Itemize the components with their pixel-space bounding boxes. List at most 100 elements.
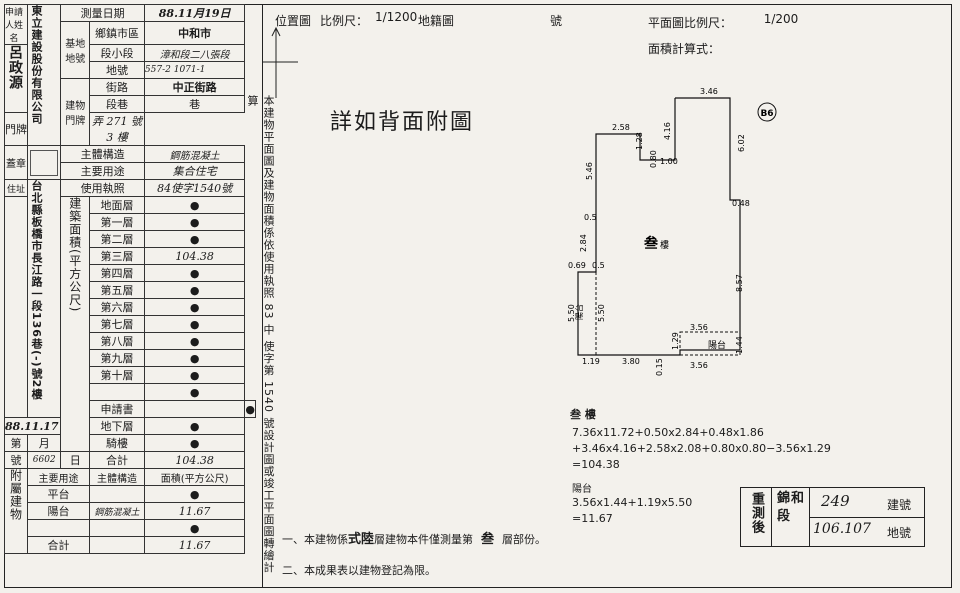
dim: 0.15: [655, 358, 664, 376]
att-area: ●: [143, 519, 246, 537]
floor-val: ●: [143, 366, 246, 384]
floor-name: 第九層: [89, 349, 145, 367]
number: 弄 271 號: [92, 115, 143, 128]
stamp-mid: 錦和段: [777, 491, 806, 524]
area-label-cell: 建築面積(平方公尺): [60, 196, 91, 452]
street: 中正街路: [143, 78, 246, 96]
floor-name: [143, 400, 246, 418]
att-struct: 鋼筋混凝土: [89, 502, 145, 520]
license: 84使字1540號: [143, 179, 246, 197]
struct-label: 主體構造: [60, 145, 145, 163]
dim: 0.5: [592, 261, 605, 270]
stamp-lot-label: 地號: [887, 526, 912, 540]
floor-name: 第一層: [89, 213, 145, 231]
street-label: 街路: [89, 78, 145, 96]
circle-label: B6: [760, 109, 773, 119]
section: 漳和段二八張段: [143, 44, 246, 62]
att-struct: [89, 519, 145, 537]
floor-val: ●: [143, 298, 246, 316]
dim: 1.44: [735, 336, 744, 354]
calc-line3: =104.38: [572, 458, 620, 471]
number-label: 門牌: [4, 112, 28, 146]
license-label: 使用執照: [60, 179, 145, 197]
day-label: 日: [60, 451, 91, 469]
survey-date-label: 測量日期: [60, 4, 145, 22]
floor-name: 第四層: [89, 264, 145, 282]
seal-label: 蓋章: [4, 145, 28, 180]
floor-val: ●: [143, 349, 246, 367]
stamp-build-label: 建號: [887, 498, 912, 512]
lot: 557-2 1071-1: [143, 61, 246, 79]
calc-line2: +3.46x4.16+2.58x2.08+0.80x0.80−3.56x1.29: [572, 442, 831, 455]
address: 台北縣板橋市長江路一段136巷(-)號2樓: [30, 180, 43, 401]
floor-name: 第十層: [89, 366, 145, 384]
floor-name: [89, 383, 145, 401]
apply-tail: 6602: [26, 451, 62, 469]
lane-label: 段巷: [89, 95, 145, 113]
area-calc-label: 面積計算式：: [648, 42, 721, 56]
att-use: [26, 519, 91, 537]
plan-scale-value: 1/200: [763, 12, 799, 26]
floor-name: 第八層: [89, 332, 145, 350]
balcony-label: 陽台: [708, 339, 726, 351]
location-label: 位置圖: [275, 14, 312, 28]
dim: 1.19: [582, 357, 600, 366]
stamp-lot-no: 106.107: [813, 521, 871, 537]
dim: 3.56: [690, 323, 708, 332]
dim: 5.50: [597, 304, 606, 322]
note-1-a: 一、本建物係: [282, 533, 348, 546]
balcony-box: [679, 331, 741, 356]
floor-name: 第六層: [89, 298, 145, 316]
applicant-label: 申請人姓名: [5, 8, 24, 44]
address-label: 住址: [4, 179, 28, 197]
apply-label: 申請書: [89, 400, 145, 418]
floor-unit: 樓: [660, 239, 669, 251]
dim: 3.56: [690, 361, 708, 370]
att-use-label: 主要用途: [26, 468, 91, 486]
number-cell: 弄 271 號 3 樓: [89, 112, 145, 146]
att-label: 附屬建物: [8, 469, 23, 522]
plan-scale-label: 平面圖比例尺：: [648, 16, 733, 30]
num-label2: 第: [4, 434, 28, 452]
floor-val: ●: [143, 264, 246, 282]
door-label: 建物門牌: [60, 78, 91, 146]
seal-box: [26, 145, 62, 180]
year-no: 88.11.17: [3, 417, 62, 435]
balcony-label-side: 陽台: [574, 304, 584, 320]
applicant-label-cell: 申請人姓名: [4, 4, 28, 45]
calc-line1: 7.36x11.72+0.50x2.84+0.48x1.86: [572, 426, 764, 439]
floor-plan: B6 叁 樓 陽台 陽台 3.46 2.58 1.28 0.80 1.00 4.…: [567, 87, 777, 376]
dim: 2.84: [579, 234, 588, 252]
note-1-d: 叁: [481, 532, 495, 547]
see-back-text: 詳如背面附圖: [330, 110, 475, 135]
building-info-table: 申請人姓名 東立建設股份有限公司 測量日期 88.11月19日 基地地號 鄉鎮市…: [3, 4, 256, 554]
floor: 3 樓: [106, 131, 128, 144]
dim: 5.50: [567, 304, 576, 322]
dim: 0.5: [584, 213, 597, 222]
divider-line: [262, 4, 263, 588]
plan-outline: [577, 97, 741, 356]
dim: 5.46: [585, 162, 594, 180]
dim: 8.57: [735, 274, 744, 292]
circle-marker: [757, 102, 777, 122]
floor-val: ●: [143, 383, 246, 401]
floor-name: 第五層: [89, 281, 145, 299]
use-label: 主要用途: [60, 162, 145, 180]
lane: 巷: [143, 95, 246, 113]
vertical-note: 本建物平面圖及建物面積係依使用執照 83 中 使字第 1540 號設計圖或竣工平…: [246, 95, 275, 574]
north-arrow-icon: [262, 26, 298, 98]
att-area: 11.67: [143, 536, 246, 554]
scale-label: 比例尺：: [320, 14, 369, 28]
dim: 2.58: [612, 123, 630, 132]
floor-val: ●: [143, 417, 246, 435]
floor-val: ●: [143, 332, 246, 350]
floor-mark: 叁: [643, 235, 659, 252]
calc-bline2: =11.67: [572, 512, 613, 525]
dim: 0.48: [732, 199, 750, 208]
struct: 鋼筋混凝土: [143, 145, 246, 163]
dim: 4.16: [663, 122, 672, 140]
dim: 3.46: [700, 87, 718, 96]
map-number-label: 號: [550, 14, 563, 28]
site-label: 基地地號: [60, 21, 91, 79]
